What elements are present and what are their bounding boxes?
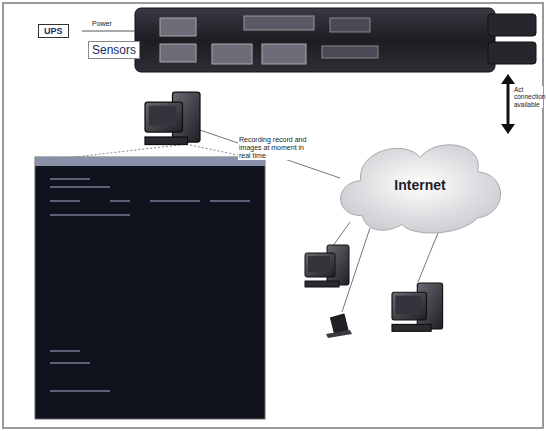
screen-line	[50, 362, 90, 364]
screen-line	[110, 200, 130, 202]
computer-icon	[145, 92, 200, 145]
screen-line	[50, 214, 130, 216]
screen-line	[50, 200, 80, 202]
arrow-head	[501, 124, 515, 134]
arrow-head	[501, 74, 515, 84]
leader-line	[48, 145, 180, 160]
laptop-icon	[326, 314, 352, 338]
node-text: UPS	[44, 26, 63, 36]
screen-line	[50, 390, 110, 392]
screen-line	[50, 350, 80, 352]
node-text: Sensors	[92, 43, 136, 57]
frame	[3, 3, 543, 428]
screen-line	[50, 178, 90, 180]
double-arrow	[507, 80, 510, 128]
computer-icon	[305, 245, 349, 287]
screen-line	[210, 200, 250, 202]
screen-line	[50, 186, 110, 188]
ups-box: UPS	[38, 24, 69, 38]
network-line	[418, 228, 440, 282]
screenshot-window	[35, 157, 265, 419]
node-text: Internet	[394, 177, 445, 193]
recording-note: Recording record and images at moment in…	[238, 136, 308, 160]
power-line	[82, 31, 135, 32]
screen-line	[150, 200, 200, 202]
sensors-box: Sensors	[88, 41, 140, 59]
screen-content	[50, 178, 250, 392]
network-line	[200, 130, 340, 178]
computer-icon	[392, 283, 443, 331]
connection-note: Act connection available	[513, 86, 543, 108]
internet-cloud: Internet	[330, 130, 510, 240]
connection-lines	[48, 31, 515, 312]
window-titlebar	[35, 157, 265, 166]
device-unit	[135, 8, 536, 72]
power-label: Power	[91, 20, 113, 28]
